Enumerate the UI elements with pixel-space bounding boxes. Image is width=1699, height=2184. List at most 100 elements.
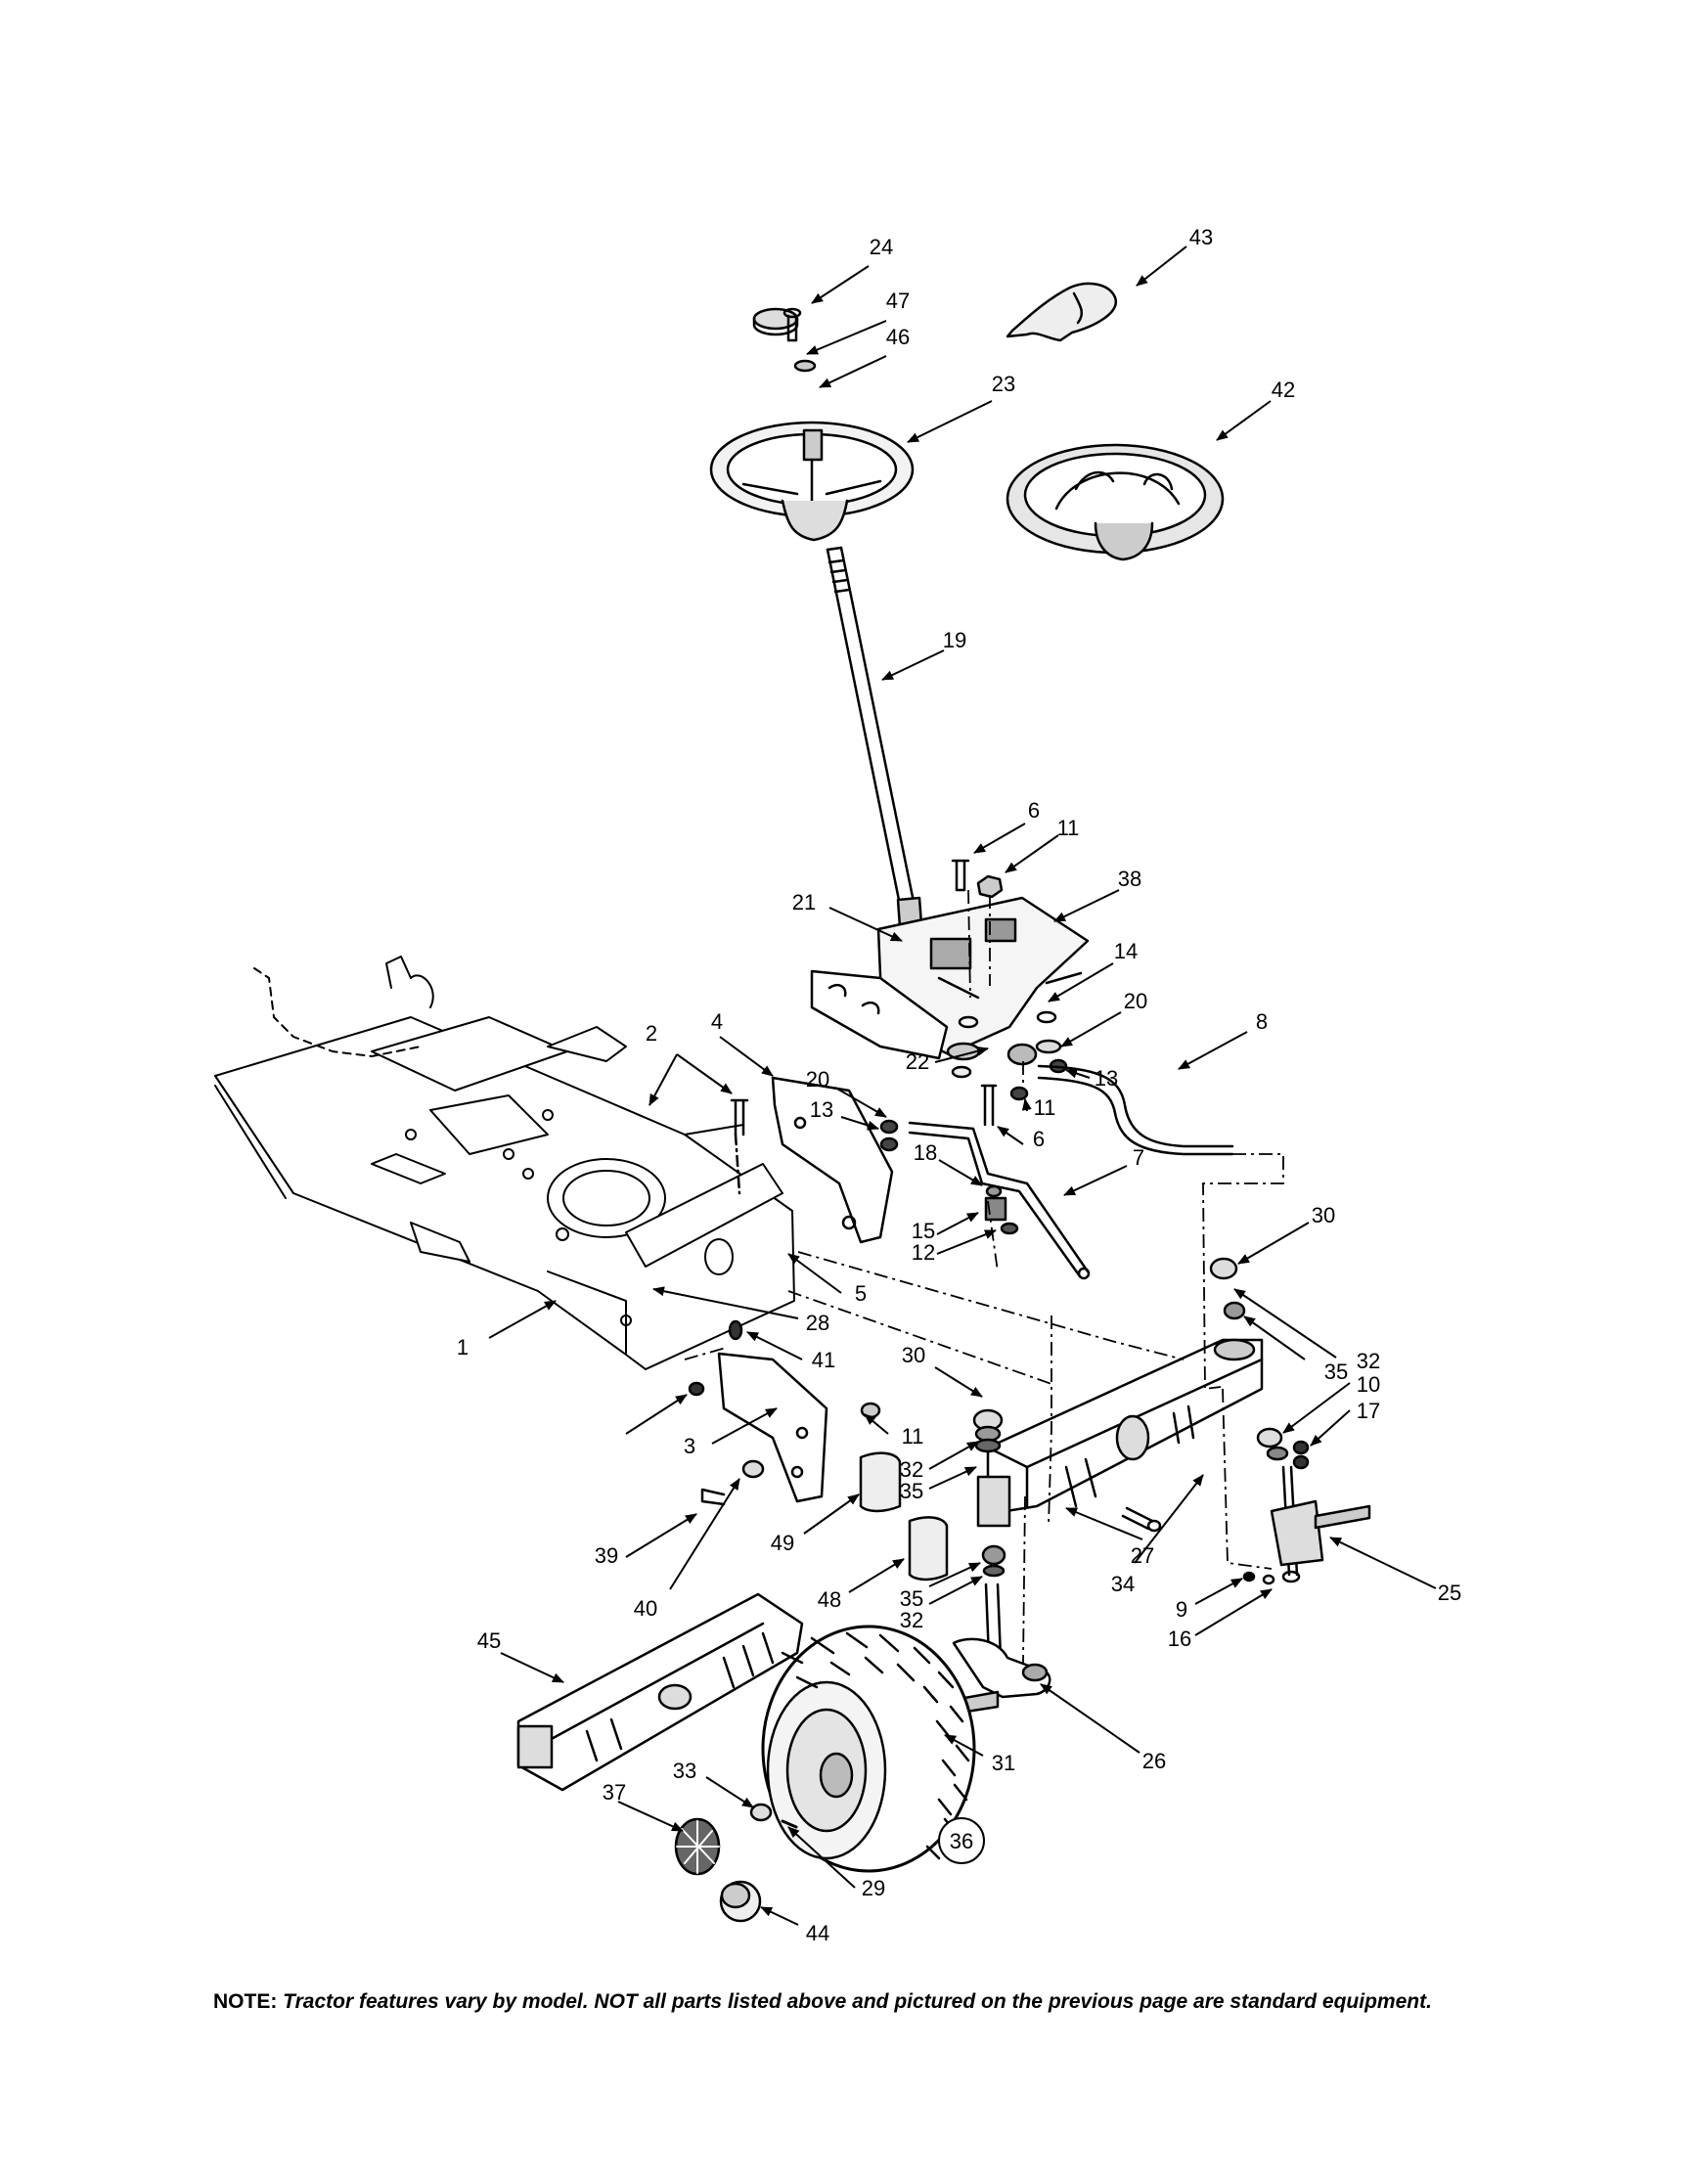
callout-20b: 20 — [806, 1067, 829, 1092]
leader-21 — [828, 907, 903, 942]
leader-8 — [1178, 1031, 1248, 1070]
callout-46: 46 — [886, 325, 910, 349]
flange-bearing-part — [1006, 1043, 1038, 1066]
callout-13b: 13 — [810, 1097, 833, 1122]
footnote: NOTE: Tractor features vary by model. NO… — [213, 1990, 1524, 2014]
leader-33 — [705, 1776, 754, 1808]
leader-9 — [1194, 1578, 1243, 1605]
callout-19: 19 — [943, 628, 966, 652]
leader-11a — [1005, 834, 1059, 873]
axle-sleeve-part — [908, 1516, 949, 1582]
leader-11b — [1021, 1098, 1032, 1112]
nut-part — [976, 874, 1004, 899]
callout-21: 21 — [792, 890, 816, 914]
leader-34 — [1134, 1474, 1204, 1564]
callout-33: 33 — [673, 1759, 696, 1783]
leader-18 — [938, 1159, 983, 1186]
lower-bracket-part — [717, 1352, 828, 1503]
leader-12 — [936, 1229, 997, 1255]
leader-32b — [928, 1576, 983, 1605]
callout-10: 10 — [1357, 1372, 1380, 1397]
kit-circle-callout — [938, 1817, 985, 1864]
hub-cap-part — [752, 307, 799, 336]
spring-part — [984, 1196, 1007, 1222]
callout-45: 45 — [477, 1628, 501, 1653]
leader-4 — [719, 1036, 774, 1077]
leader-45 — [500, 1652, 564, 1683]
callout-32b: 32 — [900, 1608, 923, 1632]
leader-37 — [617, 1801, 684, 1832]
hub-gear-part — [674, 1817, 721, 1876]
callout-41: 41 — [812, 1348, 835, 1372]
callout-44: 44 — [806, 1921, 829, 1945]
leader-32c — [1233, 1288, 1337, 1359]
callout-34: 34 — [1111, 1572, 1135, 1596]
callout-3: 3 — [684, 1434, 695, 1458]
leader-7 — [1063, 1165, 1128, 1196]
callout-29: 29 — [862, 1876, 885, 1900]
callout-1: 1 — [457, 1335, 469, 1359]
leader-38 — [1053, 889, 1120, 922]
leader-27 — [1065, 1507, 1143, 1540]
leader-2a — [648, 1053, 678, 1106]
leader-20b — [834, 1087, 887, 1118]
front-wheel-part — [761, 1625, 976, 1873]
leader-47 — [806, 320, 887, 355]
leader-49 — [803, 1493, 860, 1535]
leader-35b — [928, 1562, 981, 1587]
leader-3 — [711, 1407, 778, 1445]
callout-11c: 11 — [902, 1424, 924, 1449]
callout-6a: 6 — [1028, 798, 1040, 823]
callout-43: 43 — [1189, 225, 1213, 249]
leader-5 — [787, 1253, 842, 1294]
steering-wheel-alt-part — [1006, 443, 1225, 561]
callout-18: 18 — [914, 1140, 937, 1165]
callout-28: 28 — [806, 1311, 829, 1335]
leader-25 — [1329, 1537, 1437, 1589]
right-spindle-part — [1270, 1465, 1371, 1583]
callout-23: 23 — [992, 372, 1015, 396]
callout-30b: 30 — [1312, 1203, 1335, 1227]
front-axle-part — [976, 1338, 1264, 1528]
leader-16 — [1194, 1588, 1273, 1636]
leader-2b — [676, 1053, 733, 1094]
callout-12: 12 — [912, 1240, 935, 1265]
washer-part — [793, 359, 817, 373]
callout-13a: 13 — [1095, 1066, 1118, 1091]
left-spindle-part — [952, 1582, 1051, 1716]
callout-35a: 35 — [900, 1479, 923, 1503]
callout-48: 48 — [818, 1587, 841, 1612]
callout-26: 26 — [1142, 1749, 1166, 1773]
leader-40 — [669, 1478, 740, 1590]
callout-6b: 6 — [1033, 1127, 1045, 1151]
steering-wheel-cover-part — [1006, 282, 1118, 342]
callout-11b: 11 — [1034, 1095, 1056, 1120]
leader-17 — [1310, 1409, 1351, 1447]
leader-41 — [746, 1331, 803, 1360]
leader-44 — [760, 1906, 799, 1926]
callout-17: 17 — [1357, 1399, 1380, 1423]
callout-7: 7 — [1133, 1145, 1144, 1170]
leader-10 — [1282, 1382, 1351, 1434]
leader-22 — [934, 1046, 989, 1063]
leader-42 — [1216, 400, 1272, 441]
leader-19 — [881, 649, 945, 681]
callout-31: 31 — [992, 1751, 1015, 1775]
callout-4: 4 — [711, 1009, 723, 1034]
callout-39: 39 — [595, 1543, 618, 1568]
leader-35a — [928, 1466, 977, 1490]
callout-22: 22 — [906, 1049, 929, 1074]
leader-14 — [1048, 962, 1114, 1003]
steering-plate-part — [810, 896, 1090, 1060]
leader-2c — [625, 1394, 688, 1435]
callout-14: 14 — [1114, 939, 1138, 963]
leader-31 — [944, 1734, 984, 1757]
drag-link-part — [1037, 1064, 1234, 1156]
callout-27: 27 — [1131, 1543, 1154, 1568]
leader-28 — [652, 1286, 799, 1319]
leader-39 — [625, 1513, 697, 1558]
leader-29 — [787, 1826, 856, 1889]
leader-13a — [1065, 1068, 1091, 1079]
steering-bolt-part — [782, 307, 802, 342]
callout-38: 38 — [1118, 867, 1141, 891]
